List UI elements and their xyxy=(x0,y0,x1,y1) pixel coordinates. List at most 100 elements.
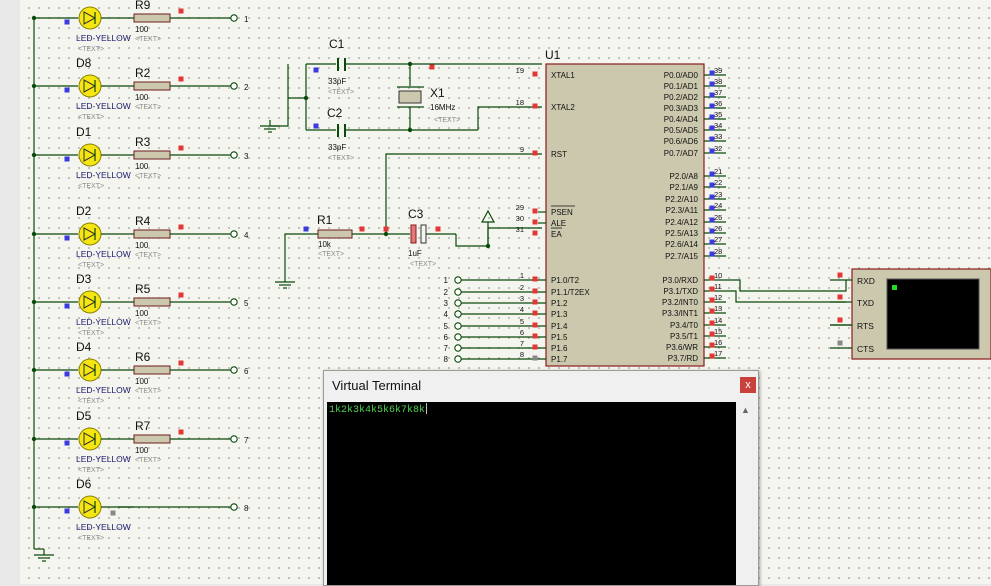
led-type: LED-YELLOW xyxy=(76,317,131,327)
text-placeholder: <TEXT> xyxy=(135,388,161,395)
pin-marker xyxy=(64,440,70,446)
terminal-screen[interactable]: 1k2k3k4k5k6k7k8k xyxy=(327,402,736,585)
pin-name: P3.3/INT1 xyxy=(662,309,699,318)
pin-name: P1.5 xyxy=(551,333,568,342)
pin-marker xyxy=(532,208,538,214)
resistor-ref: R5 xyxy=(135,282,151,296)
text-placeholder: <TEXT> xyxy=(135,320,161,327)
power-icon xyxy=(480,209,496,223)
pin-marker xyxy=(313,67,319,73)
vterm-pin-name: CTS xyxy=(857,344,874,354)
pin-number: 5 xyxy=(520,317,524,326)
pin-number: 14 xyxy=(714,316,722,325)
pin-number: 1 xyxy=(520,271,524,280)
net-label: 3 xyxy=(444,299,449,308)
pin-marker xyxy=(532,103,538,109)
crystal-icon xyxy=(398,90,422,104)
terminal-scrollbar[interactable]: ▲ xyxy=(737,402,755,585)
pin-marker xyxy=(709,228,715,234)
pin-marker xyxy=(532,150,538,156)
resistor-value: 100 xyxy=(135,162,149,171)
pin-marker xyxy=(709,342,715,348)
pin-number: 8 xyxy=(520,350,524,359)
pin-marker xyxy=(709,92,715,98)
c2-ref: C2 xyxy=(327,106,343,120)
p1-terminal xyxy=(454,355,462,363)
scroll-up-arrow-icon[interactable]: ▲ xyxy=(741,405,750,415)
led-ref: D5 xyxy=(76,409,92,423)
pin-name: P2.5/A13 xyxy=(665,229,698,238)
pin-name: P1.1/T2EX xyxy=(551,288,590,297)
pin-name: P2.1/A9 xyxy=(670,183,699,192)
pin-marker xyxy=(64,87,70,93)
net-label: 7 xyxy=(444,344,449,353)
net-label: 4 xyxy=(244,231,249,240)
c2-value: 33pF xyxy=(328,143,346,152)
pin-number: 17 xyxy=(714,349,722,358)
pin-number: 38 xyxy=(714,77,722,86)
diode-symbol xyxy=(83,363,97,377)
capacitor-icon xyxy=(337,58,339,71)
r1-ref: R1 xyxy=(317,213,333,227)
p1-terminal xyxy=(454,333,462,341)
capacitor-icon xyxy=(344,58,346,71)
net-terminal xyxy=(230,298,238,306)
virtual-terminal-title: Virtual Terminal xyxy=(332,378,422,393)
r1-value: 10k xyxy=(318,240,332,249)
pin-number: 28 xyxy=(714,247,722,256)
virtual-terminal-window[interactable]: Virtual Terminal x 1k2k3k4k5k6k7k8k ▲ xyxy=(323,370,759,586)
pin-name: P0.6/AD6 xyxy=(664,137,699,146)
close-button[interactable]: x xyxy=(740,377,756,393)
pin-marker xyxy=(709,297,715,303)
pin-number: 13 xyxy=(714,304,722,313)
junction-dot xyxy=(407,127,413,133)
led-icon xyxy=(78,495,102,519)
pin-name: P0.3/AD3 xyxy=(664,104,699,113)
resistor-value: 100 xyxy=(135,25,149,34)
led-icon xyxy=(78,74,102,98)
net-label: 1 xyxy=(244,15,249,24)
net-label: 7 xyxy=(244,436,249,445)
led-ref: D2 xyxy=(76,204,92,218)
junction-dot xyxy=(407,61,413,67)
resistor-value: 100 xyxy=(135,93,149,102)
pin-marker xyxy=(359,226,365,232)
pin-marker xyxy=(110,510,116,516)
led-ref: D1 xyxy=(76,125,92,139)
text-placeholder: <TEXT> xyxy=(328,89,354,96)
text-placeholder: <TEXT> xyxy=(135,104,161,111)
led-ref: D3 xyxy=(76,272,92,286)
net-label: 5 xyxy=(244,299,249,308)
rst-wire xyxy=(385,153,542,234)
text-placeholder: <TEXT> xyxy=(135,457,161,464)
pin-number: 25 xyxy=(714,213,722,222)
pin-name: P0.1/AD1 xyxy=(664,82,699,91)
pin-number: 9 xyxy=(520,145,524,154)
pin-number: 21 xyxy=(714,167,722,176)
resistor-icon xyxy=(133,150,171,160)
pin-marker xyxy=(178,76,184,82)
pin-number: 18 xyxy=(516,98,524,107)
pin-marker xyxy=(709,103,715,109)
pin-marker xyxy=(178,429,184,435)
pin-marker xyxy=(64,508,70,514)
pin-name: P1.4 xyxy=(551,322,568,331)
pin-marker xyxy=(532,276,538,282)
pin-number: 16 xyxy=(714,338,722,347)
pin-number: 33 xyxy=(714,132,722,141)
pin-marker xyxy=(532,333,538,339)
rst-wire xyxy=(284,233,318,276)
pin-number: 10 xyxy=(714,271,722,280)
led-type: LED-YELLOW xyxy=(76,522,131,532)
text-placeholder: <TEXT> xyxy=(135,36,161,43)
pin-name: P3.7/RD xyxy=(668,354,698,363)
pin-name: P2.0/A8 xyxy=(670,172,699,181)
pin-marker xyxy=(709,320,715,326)
text-placeholder: <TEXT> xyxy=(135,173,161,180)
led-icon xyxy=(78,427,102,451)
text-placeholder: <TEXT> xyxy=(78,114,104,121)
net-label: 4 xyxy=(444,310,449,319)
text-cursor xyxy=(426,403,428,414)
